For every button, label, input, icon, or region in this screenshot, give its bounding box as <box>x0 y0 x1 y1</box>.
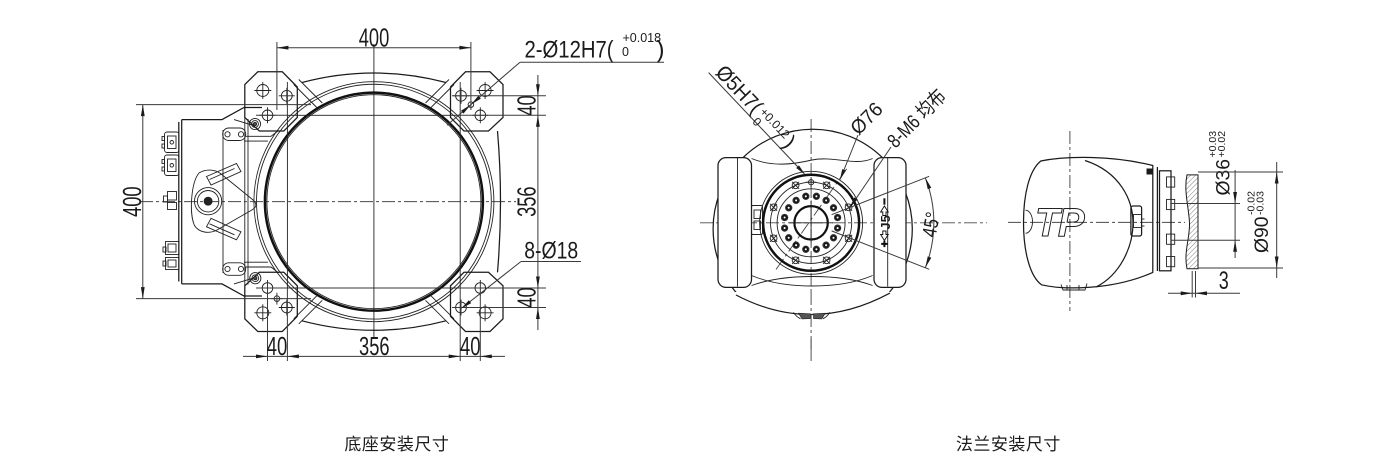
svg-text:40: 40 <box>512 95 542 116</box>
svg-text:+0.018: +0.018 <box>623 31 662 45</box>
svg-text:+0.03: +0.03 <box>1207 131 1219 158</box>
svg-text:40: 40 <box>460 331 481 361</box>
svg-text:-0.02: -0.02 <box>1246 191 1258 215</box>
svg-text:45°: 45° <box>919 210 945 238</box>
svg-text:J5: J5 <box>879 215 893 230</box>
svg-text:Ø90: Ø90 <box>1251 216 1273 253</box>
svg-text:40: 40 <box>512 287 542 308</box>
svg-text:356: 356 <box>359 331 390 361</box>
svg-text:0: 0 <box>622 45 629 59</box>
svg-text:+0.02: +0.02 <box>1216 131 1228 158</box>
svg-text:): ) <box>657 37 665 64</box>
svg-text:400: 400 <box>117 186 147 217</box>
svg-text:3: 3 <box>1219 267 1229 295</box>
svg-text:法兰安装尺寸: 法兰安装尺寸 <box>956 435 1061 454</box>
svg-text:40: 40 <box>267 331 288 361</box>
svg-text:400: 400 <box>359 23 390 53</box>
svg-text:底座安装尺寸: 底座安装尺寸 <box>344 435 449 454</box>
svg-text:-0.03: -0.03 <box>1255 191 1267 215</box>
svg-text:356: 356 <box>512 186 542 217</box>
svg-text:2-Ø12H7(: 2-Ø12H7( <box>525 37 614 64</box>
svg-text:TP: TP <box>1035 201 1085 245</box>
svg-text:Ø36: Ø36 <box>1213 159 1235 196</box>
svg-text:8-Ø18: 8-Ø18 <box>524 238 578 265</box>
